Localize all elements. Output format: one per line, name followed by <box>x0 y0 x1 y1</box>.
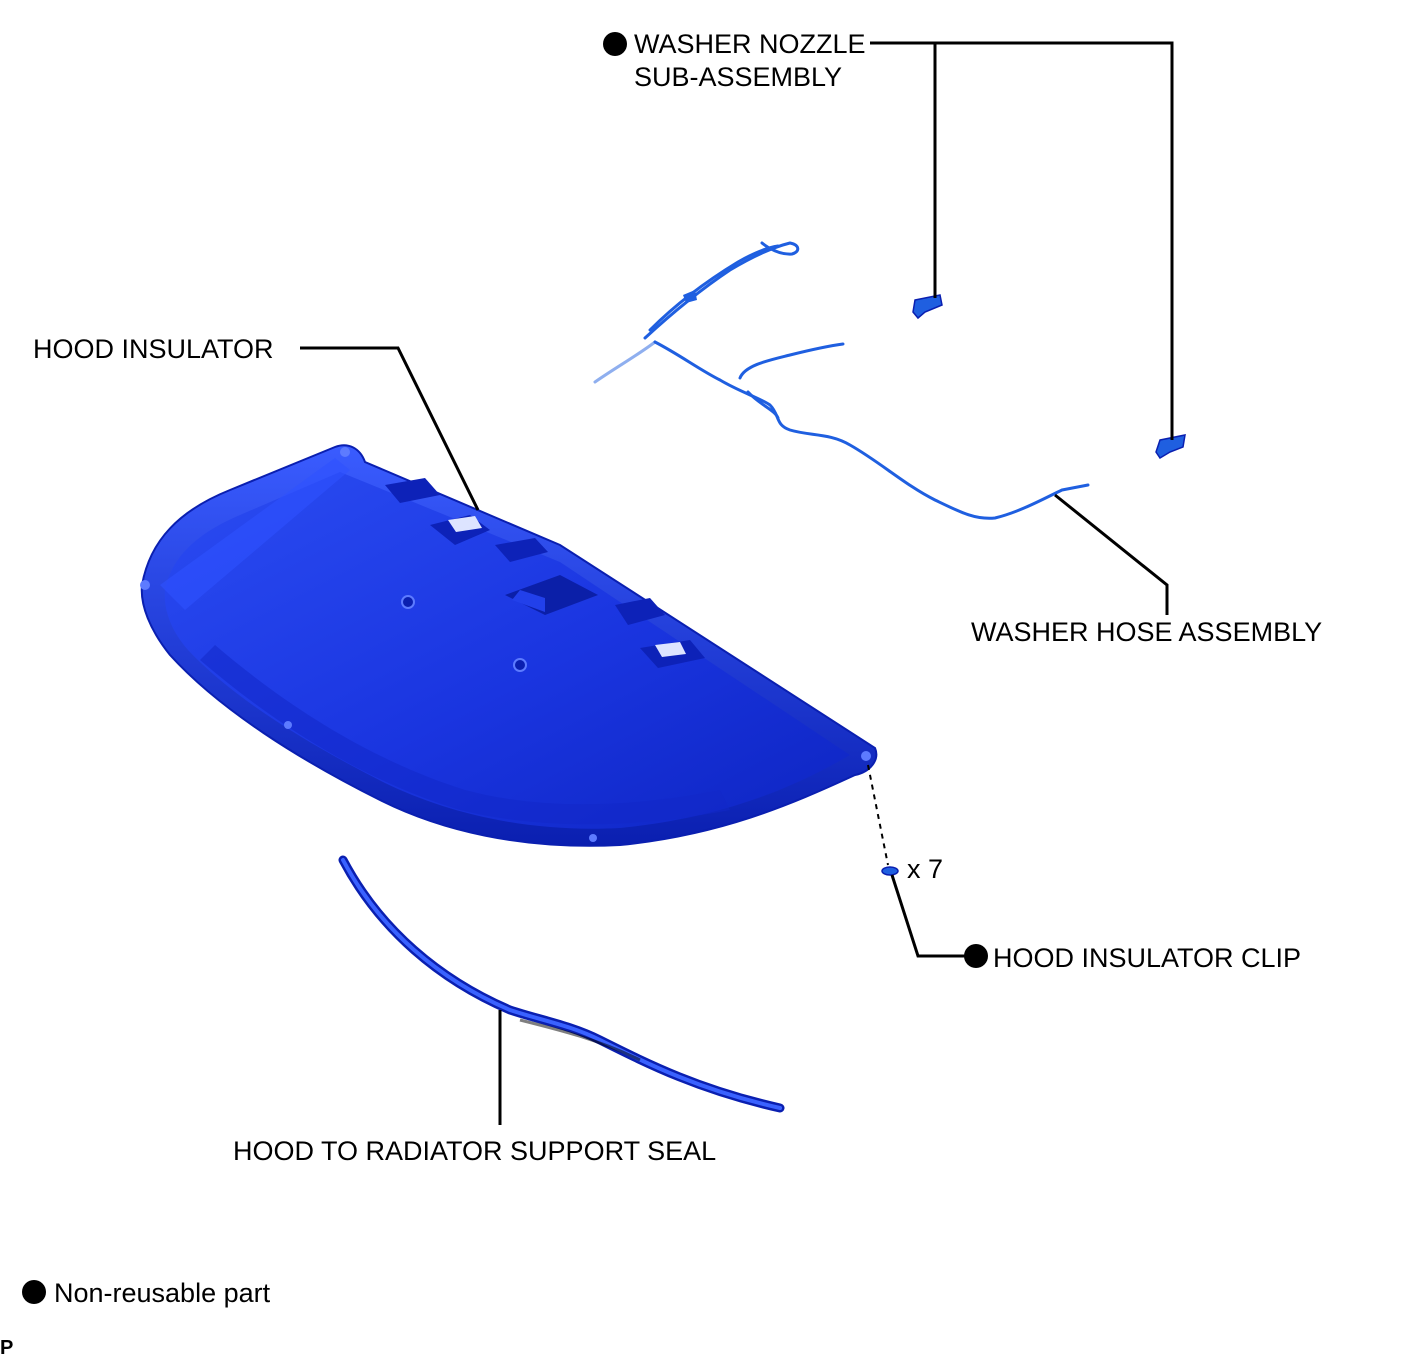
non-reusable-marker-washer-nozzle <box>603 32 627 56</box>
leader-washer-hose <box>1054 493 1169 615</box>
non-reusable-marker-legend <box>22 1280 46 1304</box>
washer-nozzle-part-1 <box>912 294 943 320</box>
leader-lines <box>300 41 1174 1125</box>
washer-nozzle-part-2 <box>1155 434 1186 460</box>
non-reusable-marker-hood-insulator-clip <box>964 944 988 968</box>
radiator-support-seal-part <box>338 855 785 1113</box>
leader-washer-nozzle <box>870 41 1174 440</box>
leader-hood-insulator-clip <box>890 874 965 958</box>
label-washer-hose-assembly: WASHER HOSE ASSEMBLY <box>971 617 1322 647</box>
label-hood-insulator-clip: HOOD INSULATOR CLIP <box>993 943 1301 973</box>
leader-hood-insulator <box>300 346 480 511</box>
label-clip-count: x 7 <box>907 854 943 884</box>
label-hood-insulator: HOOD INSULATOR <box>33 334 274 364</box>
hood-insulator-clip-part <box>881 866 899 876</box>
washer-hose-part <box>593 241 1090 520</box>
label-radiator-support-seal: HOOD TO RADIATOR SUPPORT SEAL <box>233 1136 716 1166</box>
legend-non-reusable-label: Non-reusable part <box>54 1278 271 1308</box>
corner-mark: P <box>0 1337 13 1358</box>
leader-clip-dashed <box>867 764 889 866</box>
label-washer-nozzle-line2: SUB-ASSEMBLY <box>634 62 842 92</box>
hood-insulator-part <box>140 444 878 847</box>
label-washer-nozzle-line1: WASHER NOZZLE <box>634 29 866 59</box>
